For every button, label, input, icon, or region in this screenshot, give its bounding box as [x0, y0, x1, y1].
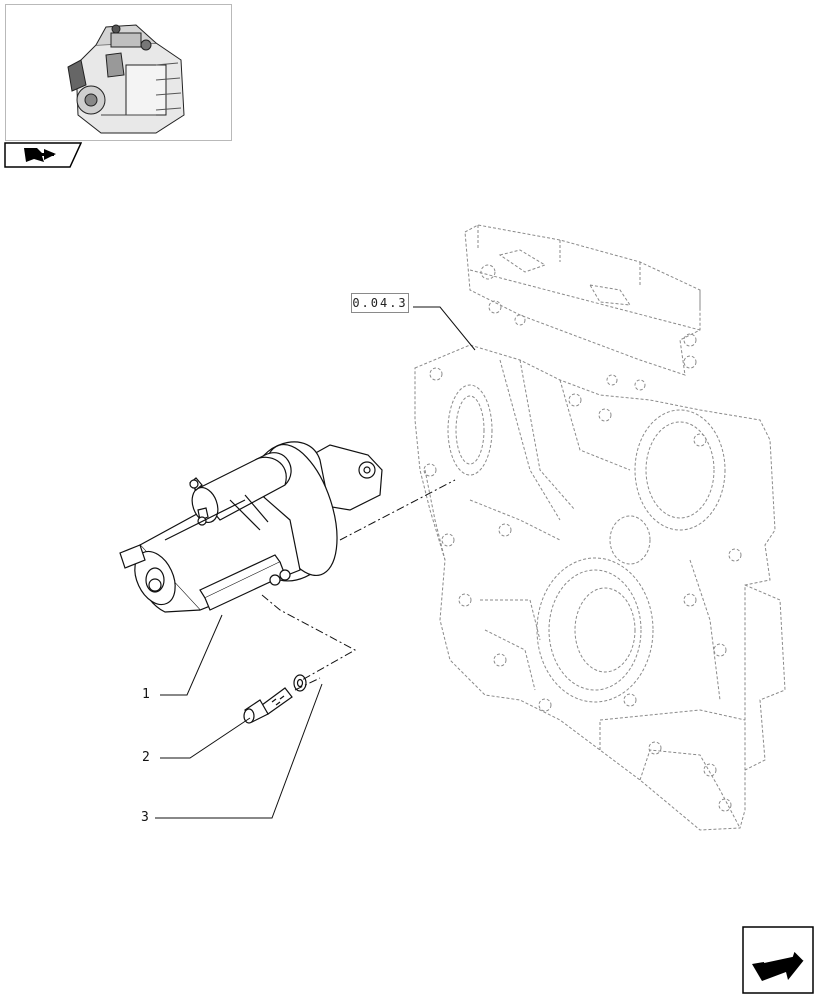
callout-3: 3	[141, 810, 149, 825]
next-page-button[interactable]	[742, 926, 814, 994]
washer	[293, 674, 307, 692]
previous-page-arrow-icon	[4, 142, 83, 168]
previous-page-button[interactable]	[4, 142, 83, 168]
engine-thumbnail-icon	[67, 24, 185, 134]
bolt	[243, 687, 293, 724]
gear-housing	[414, 224, 786, 831]
leader-lines	[155, 306, 476, 819]
engine-thumbnail-frame	[5, 4, 232, 141]
callout-2: 2	[142, 750, 150, 765]
assembly-lines	[261, 479, 456, 691]
starter-motor	[119, 441, 383, 613]
callout-1: 1	[142, 687, 150, 702]
next-page-arrow-icon	[742, 926, 814, 994]
reference-label[interactable]: 0.04.3	[351, 293, 409, 313]
